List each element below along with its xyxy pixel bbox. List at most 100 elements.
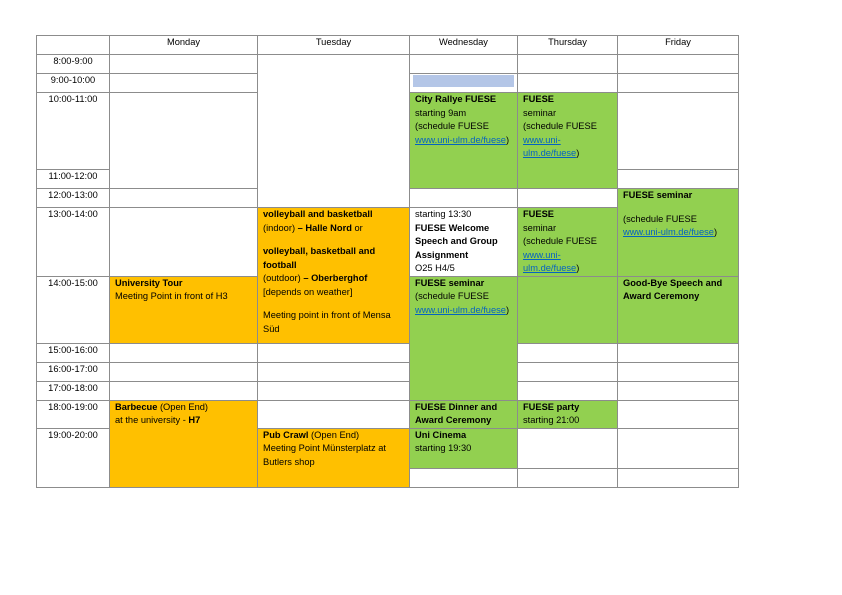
event-title: University Tour bbox=[115, 277, 183, 288]
event-detail-part: H7 bbox=[188, 415, 201, 425]
day-header-friday: Friday bbox=[617, 35, 739, 55]
event-detail: (schedule FUESE bbox=[523, 236, 597, 246]
event-detail: Meeting Point Münsterplatz at Butlers sh… bbox=[263, 443, 386, 467]
blue-highlight-bar bbox=[413, 75, 514, 87]
header-row: Monday Tuesday Wednesday Thursday Friday bbox=[36, 35, 739, 55]
event-title: Uni Cinema bbox=[415, 429, 467, 440]
closing-paren: ) bbox=[505, 134, 510, 145]
table-row: 8:00-9:00 bbox=[36, 54, 739, 208]
empty-cell bbox=[109, 207, 258, 277]
event-title: FUESE seminar bbox=[623, 190, 693, 200]
fuese-link[interactable]: www.uni-ulm.de/fuese bbox=[415, 134, 506, 145]
time-label: 11:00-12:00 bbox=[36, 169, 110, 189]
empty-cell bbox=[617, 380, 739, 401]
event-goodbye-speech: Good-Bye Speech and Award Ceremony bbox=[617, 275, 739, 344]
event-detail: [depends on weather] bbox=[263, 286, 353, 297]
event-thursday-seminar-morning: FUESE seminar (schedule FUESE www.uni-ul… bbox=[517, 92, 618, 189]
table-row: 14:00-15:00 University Tour Meeting Poin… bbox=[36, 275, 739, 401]
event-title: FUESE bbox=[523, 209, 554, 219]
event-detail: starting 13:30 bbox=[415, 209, 472, 219]
empty-cell bbox=[109, 54, 258, 74]
event-detail: Meeting point in front of Mensa Süd bbox=[263, 310, 391, 334]
empty-cell bbox=[517, 188, 618, 208]
event-detail: seminar bbox=[523, 222, 557, 233]
fuese-link[interactable]: www.uni-ulm.de/fuese bbox=[623, 227, 714, 237]
fuese-link[interactable]: www.uni-ulm.de/fuese bbox=[523, 249, 577, 274]
event-title: FUESE seminar bbox=[415, 277, 485, 288]
closing-paren: ) bbox=[505, 304, 510, 315]
event-detail-part: – Oberberghof bbox=[300, 273, 368, 283]
empty-cell bbox=[517, 342, 618, 363]
spacer bbox=[263, 299, 404, 309]
empty-cell bbox=[517, 427, 618, 469]
event-title: volleyball, basketball and football bbox=[263, 246, 376, 270]
event-university-tour: University Tour Meeting Point in front o… bbox=[109, 275, 258, 344]
day-header-thursday: Thursday bbox=[517, 35, 618, 55]
empty-cell bbox=[617, 92, 739, 170]
empty-cell bbox=[409, 54, 518, 74]
event-detail: at the university - H7 bbox=[115, 414, 252, 428]
empty-cell bbox=[617, 342, 739, 363]
time-label: 15:00-16:00 bbox=[36, 342, 110, 363]
event-detail: starting 19:30 bbox=[415, 443, 472, 453]
event-title: FUESE party bbox=[523, 401, 580, 412]
table-row: 11:00-12:00 bbox=[36, 169, 739, 189]
closing-paren: ) bbox=[576, 263, 580, 273]
empty-cell bbox=[617, 467, 739, 488]
event-fuese-dinner: FUESE Dinner and Award Ceremony bbox=[409, 399, 518, 429]
event-wednesday-seminar: FUESE seminar (schedule FUESE www.uni-ul… bbox=[409, 275, 518, 401]
empty-cell bbox=[257, 399, 410, 429]
empty-cell bbox=[257, 361, 410, 382]
event-detail-part: (Open End) bbox=[308, 429, 360, 440]
table-row: 9:00-10:00 bbox=[36, 73, 739, 93]
event-detail: starting 9am bbox=[415, 107, 467, 118]
event-sports: volleyball and basketball (indoor) – Hal… bbox=[257, 207, 410, 344]
event-detail: (schedule FUESE bbox=[523, 121, 597, 131]
event-detail: (outdoor) – Oberberghof bbox=[263, 272, 404, 286]
event-detail-part: (Open End) bbox=[157, 401, 209, 412]
event-detail: starting 21:00 bbox=[523, 415, 580, 425]
time-label: 12:00-13:00 bbox=[36, 188, 110, 208]
empty-cell bbox=[617, 54, 739, 74]
event-detail: (schedule FUESE bbox=[415, 291, 489, 301]
event-detail: O25 H4/5 bbox=[415, 263, 455, 273]
fuese-link[interactable]: www.uni-ulm.de/fuese bbox=[523, 134, 577, 159]
table-row: 13:00-14:00 volleyball and basketball (i… bbox=[36, 207, 739, 344]
event-detail: (indoor) – Halle Nord or bbox=[263, 222, 404, 236]
empty-cell bbox=[257, 342, 410, 363]
time-label: 18:00-19:00 bbox=[36, 399, 110, 429]
empty-cell bbox=[517, 361, 618, 382]
time-label: 13:00-14:00 bbox=[36, 207, 110, 277]
event-barbecue: Barbecue (Open End) at the university - … bbox=[109, 399, 258, 488]
empty-cell bbox=[409, 467, 518, 488]
empty-cell bbox=[109, 73, 258, 93]
event-title: Pub Crawl bbox=[263, 429, 309, 440]
event-detail-part: (outdoor) bbox=[263, 273, 301, 283]
event-pub-crawl: Pub Crawl (Open End) Meeting Point Münst… bbox=[257, 427, 410, 488]
fuese-link[interactable]: www.uni-ulm.de/fuese bbox=[415, 304, 506, 315]
time-label: 17:00-18:00 bbox=[36, 380, 110, 401]
event-title: volleyball and basketball bbox=[263, 209, 373, 219]
empty-cell bbox=[517, 380, 618, 401]
table-row: 15:00-16:00 bbox=[36, 342, 739, 363]
empty-cell bbox=[257, 54, 410, 208]
day-header-monday: Monday bbox=[109, 35, 258, 55]
event-detail-part: – Halle Nord bbox=[295, 222, 352, 233]
table-row: 19:00-20:00 Pub Crawl (Open End) Meeting… bbox=[36, 427, 739, 488]
corner-cell bbox=[36, 35, 110, 55]
event-title: FUESE Welcome Speech and Group Assignmen… bbox=[415, 222, 498, 260]
time-label: 16:00-17:00 bbox=[36, 361, 110, 382]
table-row: 17:00-18:00 bbox=[36, 380, 739, 401]
empty-cell bbox=[109, 188, 258, 208]
event-detail: (schedule FUESE bbox=[623, 213, 697, 224]
thursday-green-cell bbox=[517, 275, 618, 344]
event-detail: (schedule FUESE bbox=[415, 121, 489, 131]
empty-cell bbox=[617, 399, 739, 429]
time-label: 19:00-20:00 bbox=[36, 427, 110, 488]
empty-cell bbox=[517, 54, 618, 74]
event-detail-part: at the university - bbox=[115, 415, 189, 425]
empty-cell bbox=[617, 361, 739, 382]
table-row: 16:00-17:00 bbox=[36, 361, 739, 382]
empty-cell bbox=[257, 380, 410, 401]
time-label: 14:00-15:00 bbox=[36, 275, 110, 344]
